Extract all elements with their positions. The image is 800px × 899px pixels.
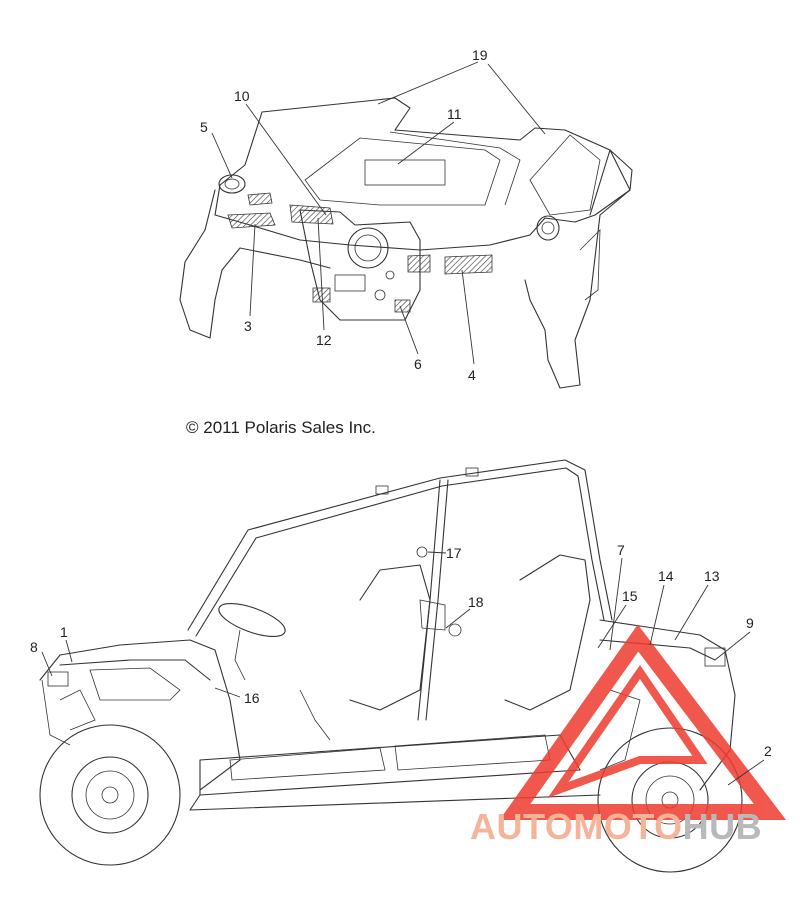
callout-6: 6 [414, 356, 422, 372]
watermark-text-part-b: HUB [682, 806, 763, 847]
watermark-text-part-a: AUTOMOTO [470, 806, 683, 847]
callout-2: 2 [764, 743, 772, 759]
callout-18: 18 [468, 594, 484, 610]
callout-19: 19 [472, 47, 488, 63]
leader-lines [41, 61, 765, 786]
hood-dash-assembly [179, 97, 633, 389]
callouts: 19 10 11 5 3 12 6 4 7 17 14 13 15 18 9 1… [30, 47, 772, 759]
callout-10: 10 [234, 88, 250, 104]
callout-3: 3 [244, 318, 252, 334]
copyright-notice: © 2011 Polaris Sales Inc. [186, 418, 376, 437]
callout-5: 5 [200, 119, 208, 135]
callout-15: 15 [622, 588, 638, 604]
callout-8: 8 [30, 639, 38, 655]
watermark-logo-mark [499, 624, 787, 820]
vehicle-side-view [39, 459, 743, 873]
callout-17: 17 [446, 545, 462, 561]
watermark-text: AUTOMOTOHUB [470, 806, 762, 848]
callout-14: 14 [658, 568, 674, 584]
callout-9: 9 [746, 615, 754, 631]
callout-11: 11 [447, 106, 462, 122]
callout-16: 16 [244, 690, 260, 706]
callout-12: 12 [316, 332, 332, 348]
callout-4: 4 [468, 367, 476, 383]
callout-1: 1 [60, 624, 68, 640]
callout-7: 7 [617, 542, 625, 558]
callout-13: 13 [704, 568, 720, 584]
